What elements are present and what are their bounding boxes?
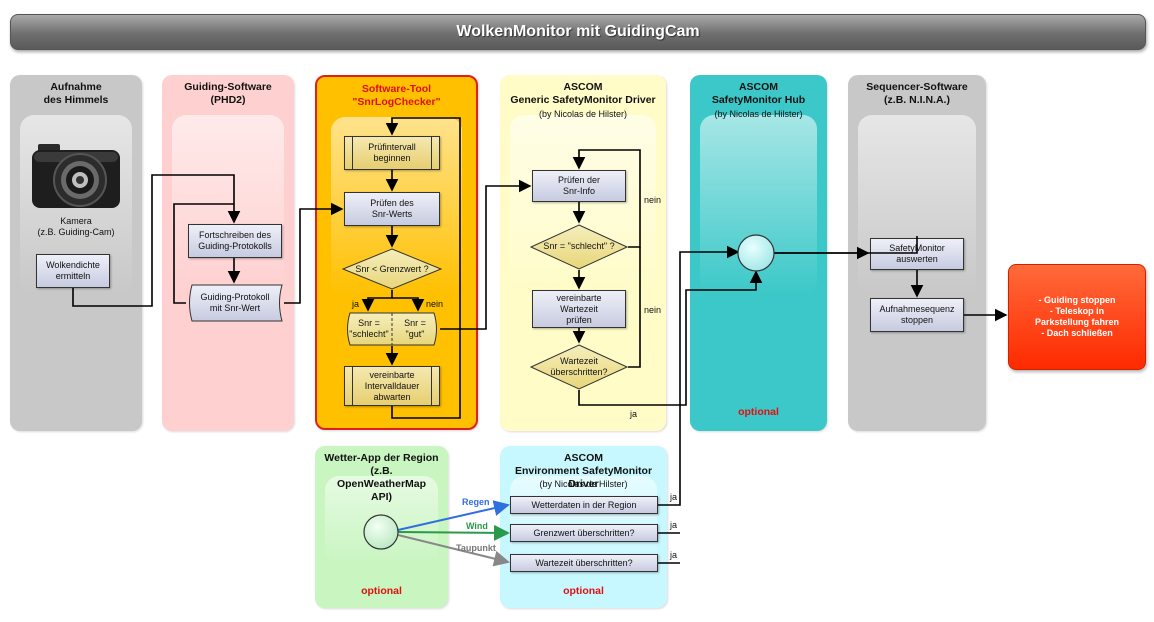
decision-snr-grenzwert-label: Snr < Grenzwert ? [355,264,429,274]
env-row-wartezeit: Wartezeit überschritten? [510,554,658,572]
label-regen: Regen [462,497,490,507]
camera-icon [32,144,120,208]
document-guiding-label: Guiding-Protokoll mit Snr-Wert [200,292,270,313]
lane-generic-sub: (by Nicolas de Hilster) [538,109,628,119]
lane-sky-title: Aufnahme des Himmels [43,81,109,106]
step-wolkendichte: Wolkendichte ermitteln [36,254,110,288]
env-row-wetterdaten: Wetterdaten in der Region [510,496,658,514]
decision-snr-schlecht: Snr = "schlecht" ? [530,224,628,270]
snr-gut-label: Snr = "gut" [404,318,426,339]
decision-wartezeit: Wartezeit überschritten? [530,344,628,390]
decision-snr-schlecht-label: Snr = "schlecht" ? [543,241,615,251]
lane-env-title: ASCOM Environment SafetyMonitor Driver [514,452,653,490]
label-wind: Wind [466,521,488,531]
step-wartezeit-pruefen: vereinbarte Wartezeit prüfen [532,290,626,328]
step-pruefintervall: Prüfintervall beginnen [344,136,440,170]
label-ja-env-1: ja [670,492,678,502]
lane-env-optional: optional [563,585,604,597]
lane-tool-title: Software-Tool "SnrLogChecker" [352,83,441,108]
label-taupunkt: Taupunkt [456,543,496,553]
lane-guiding-title: Guiding-Software (PHD2) [184,81,272,106]
lane-hub-sub: (by Nicolas de Hilster) [714,109,803,119]
label-nein-generic-2: nein [644,305,662,315]
lane-weather-optional: optional [361,585,402,597]
split-snr-result: Snr = "schlecht" Snr = "gut" [344,312,440,346]
result-actions: - Guiding stoppen - Teleskop in Parkstel… [1008,264,1146,370]
lane-sequencer-title: Sequencer-Software (z.B. N.I.N.A.) [866,81,968,106]
lane-hub-title: ASCOM SafetyMonitor Hub [711,81,806,106]
lane-env-sub: (by Nicolas de Hilster) [539,479,628,489]
env-row-grenzwert: Grenzwert überschritten? [510,524,658,542]
hub-node [737,234,775,272]
document-guiding-protokoll: Guiding-Protokoll mit Snr-Wert [186,284,284,322]
lane-generic-title: ASCOM Generic SafetyMonitor Driver [510,81,656,106]
label-nein-generic-1: nein [644,195,662,205]
diagram-title: WolkenMonitor mit GuidingCam [10,14,1146,50]
step-intervalldauer: vereinbarte Intervalldauer abwarten [344,366,440,406]
label-ja-generic: ja [630,409,638,419]
label-ja-tool: ja [352,299,360,309]
decision-snr-grenzwert: Snr < Grenzwert ? [342,248,442,290]
step-pruefen-snr-info: Prüfen der Snr-Info [532,170,626,202]
decision-wartezeit-label: Wartezeit überschritten? [550,356,608,377]
snr-schlecht-label: Snr = "schlecht" [349,318,389,339]
step-fortschreiben: Fortschreiben des Guiding-Protokolls [188,224,282,258]
camera-label: Kamera (z.B. Guiding-Cam) [37,216,115,237]
label-ja-env-2: ja [670,520,678,530]
step-pruefen-snr: Prüfen des Snr-Werts [344,192,440,226]
step-aufnahmesequenz-stoppen: Aufnahmesequenz stoppen [870,298,964,332]
label-ja-env-3: ja [670,550,678,560]
lane-hub-optional: optional [738,406,779,418]
lane-weather-title: Wetter-App der Region (z.B. OpenWeatherM… [324,452,439,503]
weather-node [363,514,399,550]
label-nein-tool: nein [426,299,444,309]
